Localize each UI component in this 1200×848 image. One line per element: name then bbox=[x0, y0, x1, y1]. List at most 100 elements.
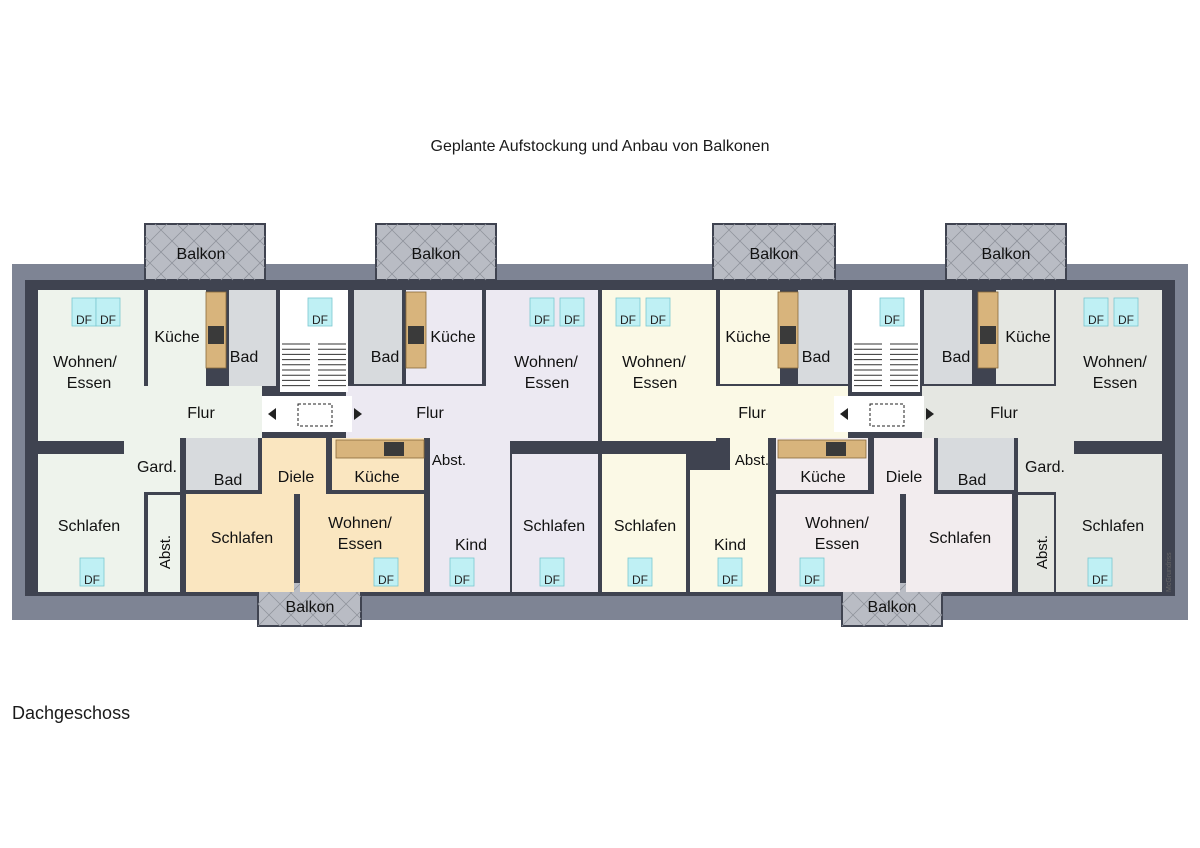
kitchen-units bbox=[205, 291, 999, 459]
arrow-left-icon bbox=[840, 408, 848, 420]
hatch-line bbox=[144, 223, 168, 247]
room-label: Abst. bbox=[735, 452, 769, 469]
hatch-line bbox=[907, 591, 943, 627]
hatch-line bbox=[242, 257, 266, 281]
skylight-icon bbox=[79, 557, 105, 587]
hatch-line bbox=[407, 223, 465, 281]
hatch-line bbox=[176, 223, 234, 281]
balconies-top bbox=[144, 223, 1067, 281]
skylight-label: DF bbox=[544, 573, 560, 587]
room-label: Wohnen/ bbox=[622, 354, 686, 371]
room-label: Kind bbox=[455, 537, 487, 554]
skylight-icon bbox=[879, 297, 905, 327]
skylight-icon bbox=[449, 557, 475, 587]
skylight-icon bbox=[1083, 297, 1109, 327]
skylight-label: DF bbox=[650, 313, 666, 327]
hatch-line bbox=[712, 257, 736, 281]
room-label: Schlafen bbox=[1082, 518, 1144, 535]
room-label: Bad bbox=[942, 349, 970, 366]
skylight-icon bbox=[799, 557, 825, 587]
skylight-icon bbox=[373, 557, 399, 587]
room-label: Flur bbox=[738, 405, 766, 422]
room-label: Wohnen/ bbox=[53, 354, 117, 371]
unit-5 bbox=[186, 438, 424, 592]
hatch-line bbox=[375, 223, 399, 247]
hatch-line bbox=[788, 233, 836, 281]
skylight-icon bbox=[559, 297, 585, 327]
hatch-line bbox=[1021, 235, 1067, 281]
skylight-label: DF bbox=[312, 313, 328, 327]
room-label: Abst. bbox=[432, 452, 466, 469]
room-label: Essen bbox=[67, 375, 111, 392]
hatch-line bbox=[722, 223, 780, 281]
room-label: Diele bbox=[886, 469, 923, 486]
hatch-line bbox=[323, 588, 362, 627]
room-label: Bad bbox=[371, 349, 399, 366]
room-label: Bad bbox=[802, 349, 830, 366]
arrow-right-icon bbox=[354, 408, 362, 420]
balcony-labels: Balkon Balkon Balkon Balkon Balkon Balko… bbox=[177, 246, 1031, 616]
hatch-line bbox=[198, 223, 256, 281]
hatch-line bbox=[1021, 223, 1067, 269]
skylight-label: DF bbox=[804, 573, 820, 587]
room-label: Wohnen/ bbox=[328, 515, 392, 532]
stove-icon bbox=[408, 326, 424, 344]
skylight-label: DF bbox=[454, 573, 470, 587]
hatch-line bbox=[375, 223, 421, 269]
balcony-label: Balkon bbox=[982, 246, 1031, 263]
stove-icon bbox=[780, 326, 796, 344]
balcony-label: Balkon bbox=[750, 246, 799, 263]
skylight-icon bbox=[1087, 557, 1113, 587]
room-label: Abst. bbox=[1034, 535, 1051, 569]
skylights bbox=[71, 297, 1139, 587]
room-label: Schlafen bbox=[523, 518, 585, 535]
hatch-line bbox=[429, 223, 487, 281]
room-label: Flur bbox=[416, 405, 444, 422]
room-label: Gard. bbox=[1025, 459, 1065, 476]
bathrooms bbox=[186, 290, 1014, 490]
hatch-line bbox=[766, 223, 824, 281]
skylight-label: DF bbox=[76, 313, 92, 327]
hatch-line bbox=[385, 223, 443, 281]
room-label: Gard. bbox=[137, 459, 177, 476]
balcony-label: Balkon bbox=[177, 246, 226, 263]
kitchen-counter bbox=[777, 439, 867, 459]
hatch-line bbox=[712, 223, 736, 247]
balcony-3 bbox=[712, 223, 836, 281]
hatch-line bbox=[977, 223, 1035, 281]
skylight-icon bbox=[627, 557, 653, 587]
hatch-line bbox=[832, 277, 836, 281]
hatch-line bbox=[712, 235, 758, 281]
arrow-left-icon bbox=[268, 408, 276, 420]
hatch-line bbox=[473, 257, 497, 281]
skylight-label: DF bbox=[564, 313, 580, 327]
hatch-line bbox=[863, 581, 909, 627]
unit-4 bbox=[922, 290, 1162, 592]
hatch-line bbox=[810, 223, 836, 249]
hatch-line bbox=[955, 223, 1013, 281]
room-label: Schlafen bbox=[211, 530, 273, 547]
floor-label: Dachgeschoss bbox=[12, 703, 131, 723]
hatch-line bbox=[257, 581, 303, 627]
room-label: Abst. bbox=[157, 535, 174, 569]
hatch-line bbox=[1043, 257, 1067, 281]
skylight-icon bbox=[307, 297, 333, 327]
room-label: Küche bbox=[154, 329, 199, 346]
hatch-line bbox=[929, 613, 943, 627]
room-label: Wohnen/ bbox=[805, 515, 869, 532]
room-label: Essen bbox=[1093, 375, 1137, 392]
hatch-line bbox=[473, 223, 497, 247]
skylight-label: DF bbox=[534, 313, 550, 327]
skylight-icon bbox=[1113, 297, 1139, 327]
hatch-line bbox=[945, 223, 991, 269]
stove-icon bbox=[826, 442, 846, 456]
landing-marker bbox=[869, 403, 905, 427]
room-label: Essen bbox=[525, 375, 569, 392]
stair-steps bbox=[268, 343, 934, 427]
skylight-icon bbox=[95, 297, 121, 327]
hatch-line bbox=[144, 235, 190, 281]
credit-text: McGrundriss bbox=[1166, 552, 1173, 592]
hatch-line bbox=[810, 255, 836, 281]
hatch-line bbox=[220, 223, 266, 269]
